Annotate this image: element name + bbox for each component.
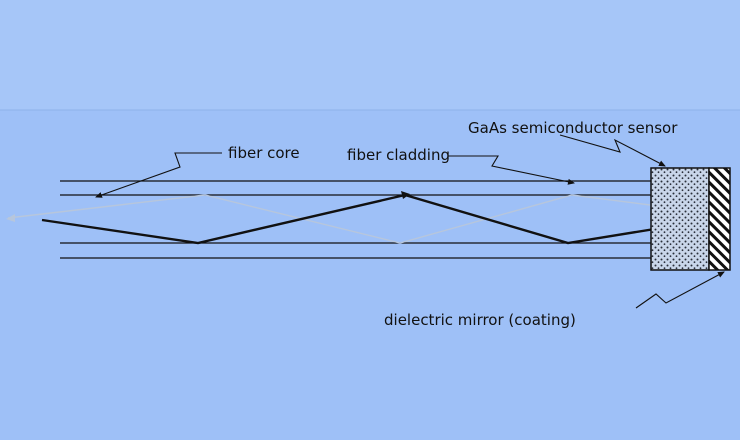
fiber-core-label: fiber core [228,144,300,162]
mirror-leader [635,271,725,309]
reflected-ray-arrowhead [6,214,15,222]
header-band [0,0,740,110]
sensor-leader [559,134,666,167]
mirror-label: dielectric mirror (coating) [384,311,576,329]
reflected-light-ray [7,194,651,244]
ray-bounce-marker [401,191,410,199]
fiber-cladding-label: fiber cladding [347,146,450,164]
gaas-sensor [650,167,710,271]
dielectric-mirror [708,167,731,271]
sensor-label: GaAs semiconductor sensor [468,119,678,137]
fiber-cladding-leader [448,155,575,185]
fiber-core-leader [95,152,222,198]
